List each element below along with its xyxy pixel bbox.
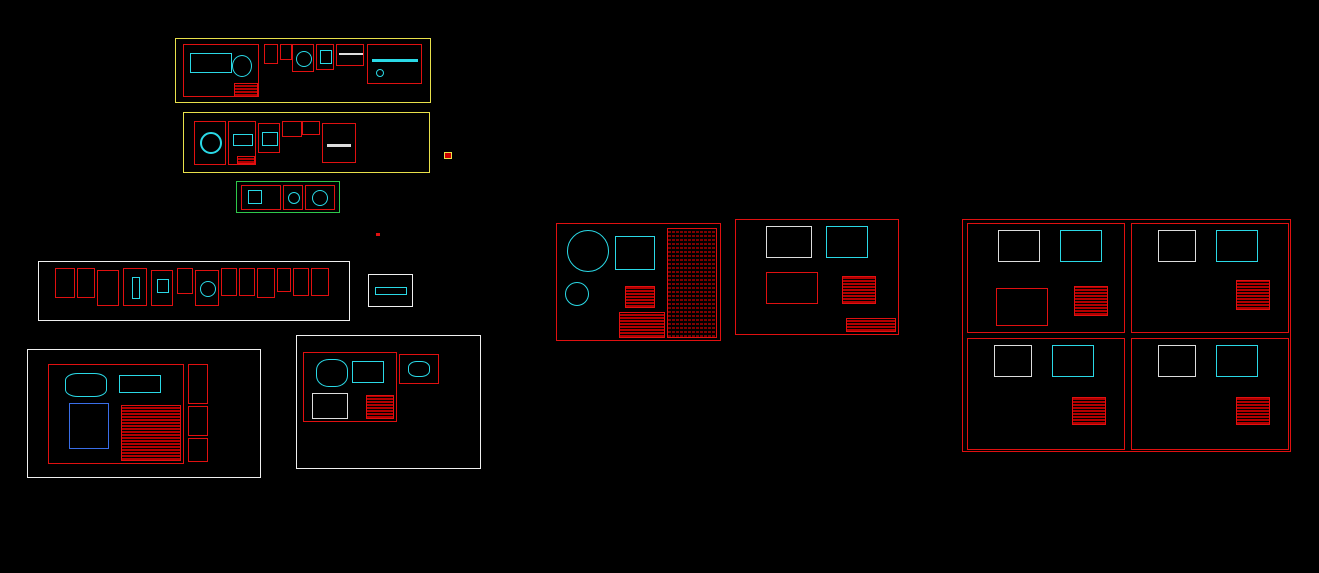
drawing-set-white-strip[interactable] bbox=[38, 261, 350, 321]
sheet-small-shaft[interactable] bbox=[368, 274, 413, 307]
sheet[interactable] bbox=[264, 44, 278, 64]
sheet[interactable] bbox=[280, 44, 292, 60]
sheet[interactable] bbox=[188, 364, 208, 404]
drawing-set-green[interactable] bbox=[236, 181, 340, 213]
sheet[interactable] bbox=[241, 185, 281, 210]
sheet[interactable] bbox=[311, 268, 329, 296]
sheet-center-assembly[interactable] bbox=[556, 223, 721, 341]
sheet[interactable] bbox=[55, 268, 75, 298]
sheet[interactable] bbox=[77, 268, 95, 298]
sheet[interactable] bbox=[305, 185, 335, 210]
sheet[interactable] bbox=[282, 121, 302, 137]
sheet[interactable] bbox=[277, 268, 291, 292]
sheet[interactable] bbox=[292, 44, 314, 72]
sheet-assembly[interactable] bbox=[48, 364, 184, 464]
sheet-group-right[interactable] bbox=[962, 219, 1291, 452]
sheet-assembly[interactable] bbox=[303, 352, 397, 422]
sheet[interactable] bbox=[177, 268, 193, 294]
sheet[interactable] bbox=[399, 354, 439, 384]
sheet[interactable] bbox=[183, 44, 259, 97]
sheet[interactable] bbox=[194, 121, 226, 165]
sheet[interactable] bbox=[316, 44, 334, 70]
sheet[interactable] bbox=[239, 268, 255, 296]
sheet[interactable] bbox=[1131, 338, 1289, 450]
sheet[interactable] bbox=[151, 270, 173, 306]
sheet-center-detail[interactable] bbox=[735, 219, 899, 335]
sheet[interactable] bbox=[967, 338, 1125, 450]
sheet[interactable] bbox=[188, 406, 208, 436]
small-block-marker[interactable] bbox=[376, 233, 380, 236]
drawing-set-yellow-middle[interactable] bbox=[183, 112, 430, 173]
sheet[interactable] bbox=[336, 44, 364, 66]
sheet[interactable] bbox=[188, 438, 208, 462]
sheet[interactable] bbox=[1131, 223, 1289, 333]
sheet[interactable] bbox=[258, 123, 280, 153]
sheet[interactable] bbox=[283, 185, 303, 210]
sheet[interactable] bbox=[367, 44, 422, 84]
sheet[interactable] bbox=[221, 268, 237, 296]
sheet[interactable] bbox=[195, 270, 219, 306]
sheet[interactable] bbox=[322, 123, 356, 163]
sheet[interactable] bbox=[228, 121, 256, 165]
sheet[interactable] bbox=[967, 223, 1125, 333]
sheet[interactable] bbox=[123, 268, 147, 306]
drawing-set-white-bottom-center[interactable] bbox=[296, 335, 481, 469]
small-block-marker[interactable] bbox=[444, 152, 452, 159]
drawing-set-white-bottom-left[interactable] bbox=[27, 349, 261, 478]
sheet[interactable] bbox=[293, 268, 309, 296]
sheet[interactable] bbox=[257, 268, 275, 298]
sheet[interactable] bbox=[97, 270, 119, 306]
drawing-set-yellow-top[interactable] bbox=[175, 38, 431, 103]
sheet[interactable] bbox=[302, 121, 320, 135]
